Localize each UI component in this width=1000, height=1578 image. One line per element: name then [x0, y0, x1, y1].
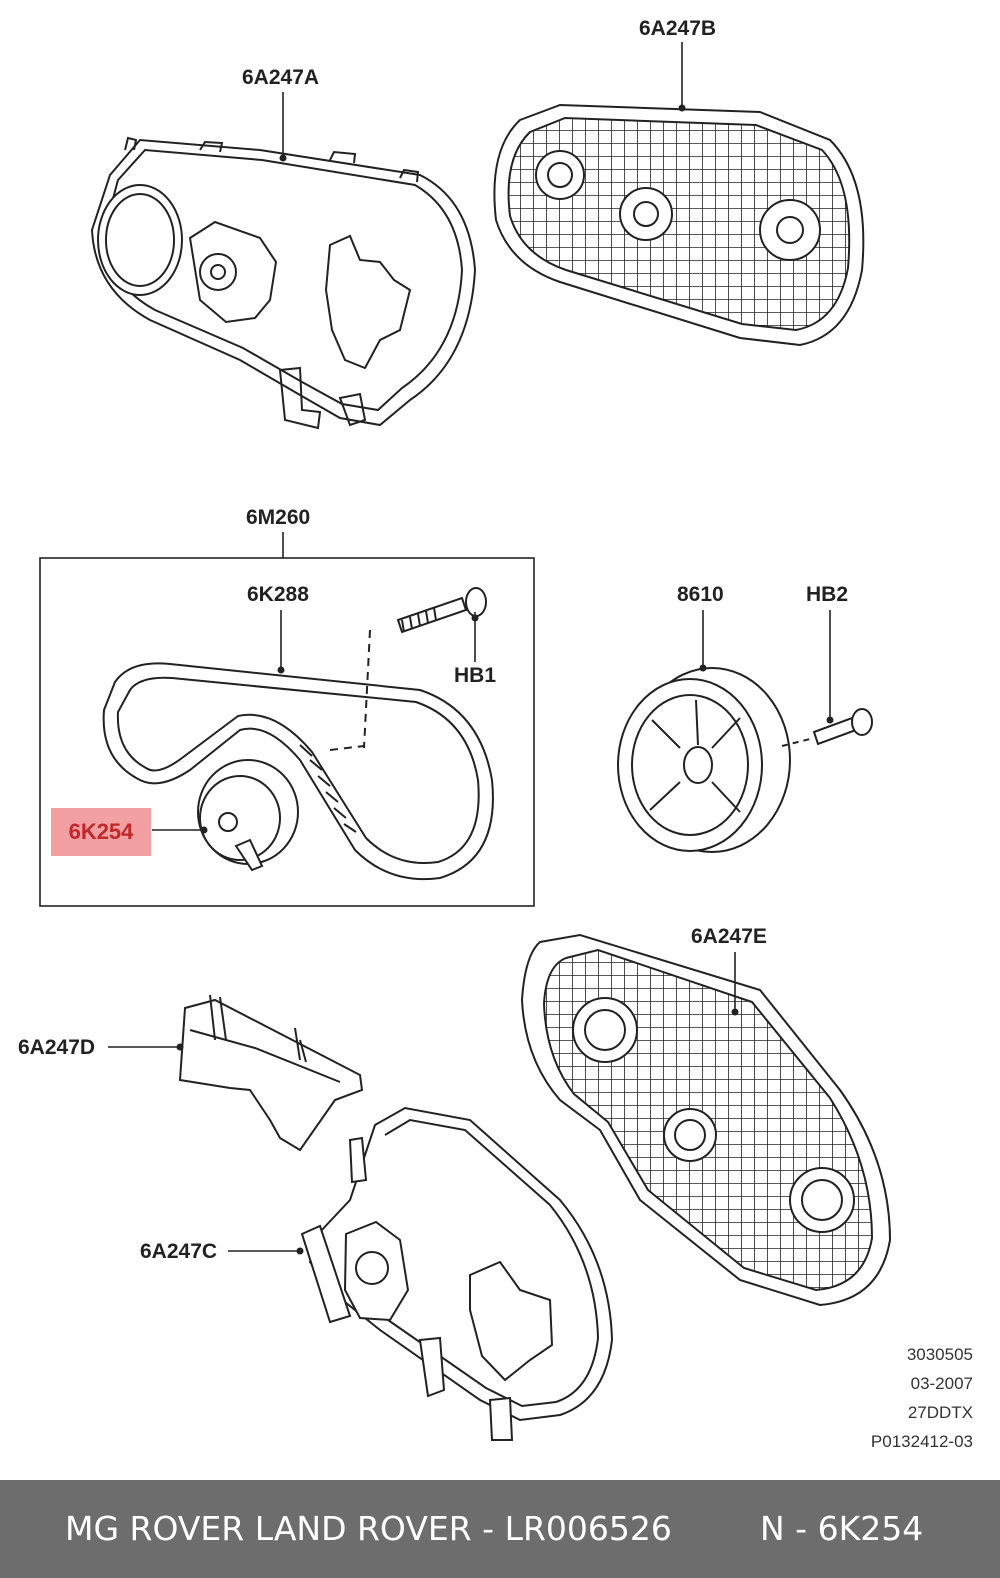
callout-8610[interactable]: 8610	[677, 583, 724, 606]
bolt-hb1-drawing	[329, 587, 487, 751]
callout-6k254-highlight[interactable]: 6K254	[51, 808, 151, 856]
cover-6a247c-drawing	[300, 1106, 614, 1441]
reference-codes: 3030505 03-2007 27DDTX P0132412-03	[871, 1340, 973, 1456]
callout-6a247b[interactable]: 6A247B	[639, 17, 717, 40]
cover-6a247a-drawing	[90, 136, 477, 430]
tensioner-6k254-drawing	[197, 759, 299, 872]
footer-brand-part-number: MG ROVER LAND ROVER - LR006526	[65, 1509, 672, 1548]
bracket-6a247d-drawing	[178, 994, 364, 1152]
sprocket-8610-drawing	[617, 667, 791, 853]
footer-catalog-number: N - 6K254	[760, 1509, 924, 1548]
leader-lines	[108, 42, 831, 1252]
callout-6m260[interactable]: 6M260	[246, 506, 311, 529]
callout-6a247d[interactable]: 6A247D	[18, 1036, 96, 1059]
cover-6a247e-drawing	[520, 933, 892, 1307]
parts-diagram	[39, 42, 892, 1441]
callout-6a247e[interactable]: 6A247E	[691, 925, 767, 948]
timing-belt-6k288-drawing	[102, 662, 494, 881]
footer-bar: MG ROVER LAND ROVER - LR006526 N - 6K254	[0, 1480, 1000, 1578]
kit-6m260-box	[39, 557, 535, 907]
callout-hb1[interactable]: HB1	[454, 664, 497, 687]
callout-6a247a[interactable]: 6A247A	[242, 66, 320, 89]
leader-dots	[176, 104, 834, 1255]
callout-6a247c[interactable]: 6A247C	[140, 1240, 218, 1263]
ref-code-2: 03-2007	[910, 1374, 973, 1393]
ref-code-3: 27DDTX	[907, 1403, 973, 1422]
callout-6k288[interactable]: 6K288	[247, 583, 309, 606]
bolt-hb2-drawing	[781, 708, 873, 747]
cover-6a247b-drawing	[493, 103, 865, 347]
ref-code-4: P0132412-03	[870, 1432, 973, 1451]
ref-code-1: 3030505	[906, 1345, 973, 1364]
callout-hb2[interactable]: HB2	[806, 583, 849, 606]
